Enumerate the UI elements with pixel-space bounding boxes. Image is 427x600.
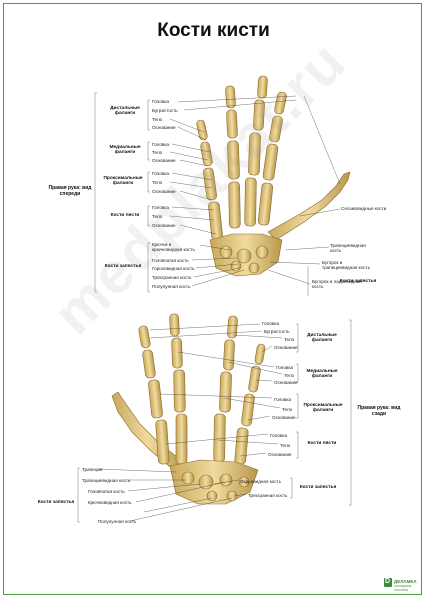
bottom-metacarpal-base: Основание	[268, 452, 292, 457]
top-trapezoid: Бугорок и трапециевидная кость	[322, 260, 370, 270]
top-carpal-capitate: Головчатая кость	[152, 258, 189, 263]
top-distal-body: Тело	[152, 117, 163, 122]
top-group-metacarpal: Кости пясти	[110, 213, 140, 218]
top-medial-head: Головка	[152, 142, 170, 147]
bottom-group-proximal: Проксимальные фаланги	[303, 403, 343, 414]
top-group-distal: Дистальные фаланги	[110, 106, 140, 117]
bottom-carpal-hamate: Крючковидная кость	[88, 500, 132, 505]
bottom-distal-tuberosity: Бугристость	[264, 329, 290, 334]
top-proximal-body: Тело	[152, 180, 163, 185]
bottom-distal-head: Головка	[262, 321, 280, 326]
bottom-view-label: Правая рука: вид сзади	[357, 405, 401, 417]
top-distal-tuberosity: Бугристость	[152, 108, 178, 113]
bottom-carpal-triquetrum: Трехгранная кость	[248, 493, 288, 498]
bottom-medial-body: Тело	[284, 373, 295, 378]
top-proximal-head: Головка	[152, 171, 170, 176]
bottom-proximal-body: Тело	[282, 407, 293, 412]
top-distal-head: Головка	[152, 99, 170, 104]
top-sesamoid: Сесамовидные кости	[341, 206, 387, 211]
top-medial-base: Основание	[152, 158, 176, 163]
bottom-distal-base: Основание	[274, 345, 298, 350]
top-group-proximal: Проксимальные фаланги	[103, 176, 143, 187]
bottom-metacarpal-head: Головка	[270, 433, 288, 438]
bottom-group-medial: Медиальные фаланги	[306, 369, 338, 380]
top-trapezium: Трапециевидная кость	[330, 243, 366, 253]
bottom-proximal-base: Основание	[272, 415, 296, 420]
top-medial-body: Тело	[152, 150, 163, 155]
bottom-carpal-capitate: Головчатая кость	[88, 489, 125, 494]
bottom-medial-base: Основание	[274, 380, 298, 385]
bottom-group-carpal-right: Кости запястья	[299, 485, 337, 490]
bottom-distal-body: Тело	[284, 337, 295, 342]
top-group-carpal: Кости запястья	[104, 264, 142, 269]
top-metacarpal-body: Тело	[152, 214, 163, 219]
top-distal-base: Основание	[152, 125, 176, 130]
bottom-proximal-head: Головка	[274, 397, 292, 402]
top-metacarpal-base: Основание	[152, 223, 176, 228]
bottom-hand-skeleton	[111, 313, 266, 505]
logo-brand: ДЕЛАМЕА	[394, 579, 417, 584]
top-proximal-base: Основание	[152, 189, 176, 194]
top-scaphoid: Бугорок и ладьевидная кость	[312, 279, 362, 289]
bottom-group-carpal-left: Кости запястья	[37, 500, 75, 505]
poster-title: Кости кисти	[157, 20, 270, 41]
top-carpal-pisiform: Гороховидная кость	[152, 266, 195, 271]
leader-lines	[77, 92, 352, 523]
bottom-carpal-scaphoid: Ладьевидная кость	[240, 479, 282, 484]
top-metacarpal-head: Головка	[152, 205, 170, 210]
bottom-metacarpal-body: Тело	[280, 443, 291, 448]
top-carpal-triquetrum: Трехгранная кость	[152, 275, 192, 280]
poster-frame	[3, 3, 422, 595]
bottom-carpal-trapezoid: Трапециевидная кость	[82, 478, 131, 483]
top-carpal-hamate: Крючок и крючковидная кость	[152, 242, 195, 252]
top-carpal-lunate: Полулунная кость	[152, 284, 191, 289]
bottom-carpal-lunate: Полулунная кость	[98, 519, 137, 524]
bottom-carpal-trapezium: Трапеция	[82, 467, 103, 472]
top-group-medial: Медиальные фаланги	[109, 145, 141, 156]
publisher-logo: D ДЕЛАМЕА НАГЛЯДНЫЕ ПОСОБИЯ	[384, 576, 417, 592]
bottom-group-distal: Дистальные фаланги	[307, 333, 337, 344]
logo-mark-icon: D	[384, 578, 392, 587]
bottom-medial-head: Головка	[276, 365, 294, 370]
top-group-carpal-right: Кости запястья	[339, 279, 377, 284]
top-hand-skeleton	[196, 75, 351, 277]
bottom-group-metacarpal: Кости пясти	[307, 441, 337, 446]
logo-subtitle: НАГЛЯДНЫЕ ПОСОБИЯ	[394, 584, 412, 592]
top-view-label: Правая рука: вид спереди	[48, 185, 92, 197]
